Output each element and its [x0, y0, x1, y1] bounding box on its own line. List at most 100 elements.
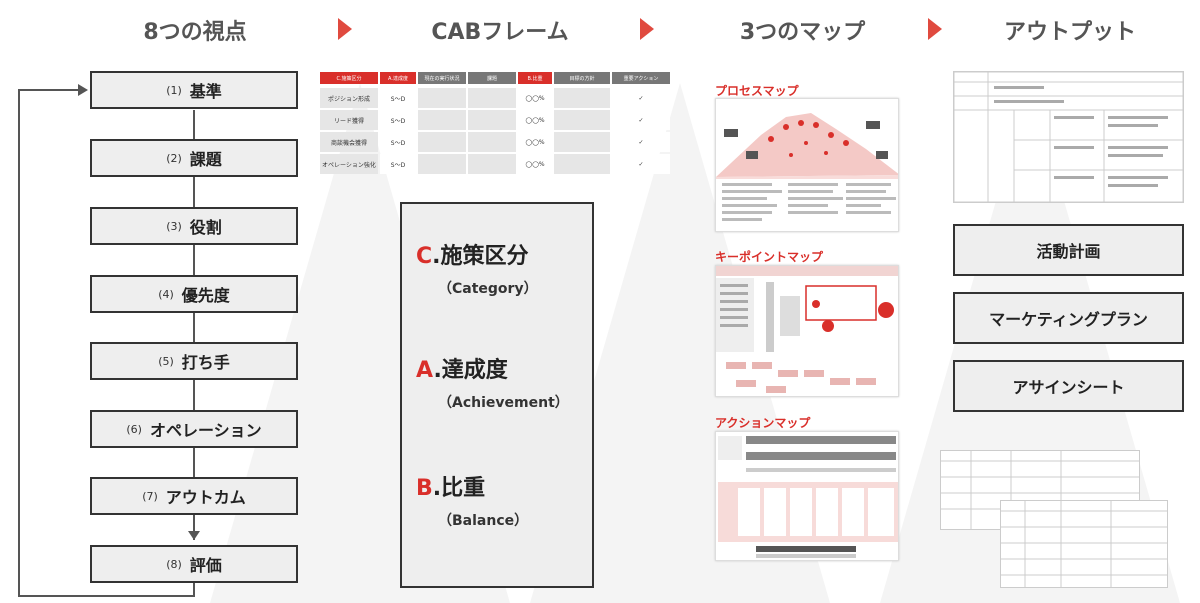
cab-sub-b: （Balance）	[438, 513, 529, 529]
process-map-graphic	[716, 113, 898, 221]
step-number: (8)	[166, 557, 182, 571]
cab-category: C.施策区分 （Category）	[416, 238, 538, 298]
table-cell: 商談機会獲得	[320, 132, 378, 152]
table-row: オペレーション強化 S～D ◯◯% ✓	[320, 154, 672, 174]
table-header-cell: B.比重	[518, 72, 552, 84]
cab-table-thumbnail: C.施策区分 A.達成度 現在の実行状況 課題 B.比重 目標の方針 重要アクシ…	[320, 72, 672, 176]
table-header-cell: 目標の方針	[554, 72, 610, 84]
action-map-graphic	[718, 436, 898, 558]
table-cell	[554, 88, 610, 108]
cab-word-b: .比重	[432, 476, 486, 501]
table-cell	[418, 132, 466, 152]
output-plan-sheet-thumbnail	[953, 71, 1184, 203]
table-cell	[554, 154, 610, 174]
header-three-maps: 3つのマップ	[739, 20, 866, 45]
flow-connector	[193, 110, 195, 540]
step-number: (1)	[166, 83, 182, 97]
output-assign-sheet: アサインシート	[953, 360, 1184, 412]
cab-word-c: .施策区分	[432, 244, 529, 269]
step-number: (4)	[158, 287, 174, 301]
step-label: 課題	[189, 150, 222, 169]
table-row: 商談機会獲得 S～D ◯◯% ✓	[320, 132, 672, 152]
header-arrow-1	[338, 18, 352, 40]
keypoint-map-graphic	[716, 266, 898, 393]
step-label: アウトカム	[165, 488, 246, 507]
table-cell: リード獲得	[320, 110, 378, 130]
step-label: オペレーション	[149, 421, 262, 440]
table-cell	[554, 110, 610, 130]
step-4: (4) 優先度	[90, 275, 298, 313]
loop-line-bottom	[18, 595, 195, 597]
cab-table-header: C.施策区分 A.達成度 現在の実行状況 課題 B.比重 目標の方針 重要アクシ…	[320, 72, 672, 84]
table-row: ポジション形成 S～D ◯◯% ✓	[320, 88, 672, 108]
cab-letter-b: B	[416, 476, 433, 501]
header-cab-frame: CABフレーム	[431, 20, 569, 45]
loop-line-top	[18, 89, 82, 91]
table-header-cell: 課題	[468, 72, 516, 84]
table-cell: ✓	[612, 132, 670, 152]
step-number: (5)	[158, 354, 174, 368]
plan-sheet-graphic	[953, 71, 1184, 203]
table-cell: S～D	[380, 154, 416, 174]
step-label: 役割	[189, 218, 222, 237]
table-cell: ポジション形成	[320, 88, 378, 108]
output-activity-plan: 活動計画	[953, 224, 1184, 276]
table-cell	[468, 154, 516, 174]
step-2: (2) 課題	[90, 139, 298, 177]
step-label: 基準	[189, 82, 222, 101]
table-cell: オペレーション強化	[320, 154, 378, 174]
header-eight-viewpoints: 8つの視点	[143, 20, 247, 45]
table-header-cell: A.達成度	[380, 72, 416, 84]
table-cell: ◯◯%	[518, 132, 552, 152]
cab-letter-c: C	[416, 244, 433, 269]
step-number: (2)	[166, 151, 182, 165]
cab-balance: B.比重 （Balance）	[416, 470, 528, 530]
cab-sub-a: （Achievement）	[438, 395, 569, 411]
step-3: (3)役割	[90, 207, 298, 245]
step-label: 評価	[189, 556, 222, 575]
flow-arrow-head	[188, 531, 200, 540]
table-cell	[418, 88, 466, 108]
assign-sheet-doc-front	[1000, 500, 1168, 588]
step-label: 打ち手	[181, 353, 230, 372]
cab-sub-c: （Category）	[438, 281, 538, 297]
cab-word-a: .達成度	[433, 358, 508, 383]
table-cell: ✓	[612, 88, 670, 108]
table-cell: ◯◯%	[518, 110, 552, 130]
loop-arrow-head	[78, 84, 88, 96]
step-number: (6)	[126, 422, 142, 436]
table-cell: ✓	[612, 154, 670, 174]
table-cell	[418, 154, 466, 174]
table-cell: S～D	[380, 132, 416, 152]
table-cell: ✓	[612, 110, 670, 130]
process-map-thumbnail	[715, 98, 899, 232]
loop-line-left	[18, 89, 20, 596]
table-cell: S～D	[380, 110, 416, 130]
step-7: (7) アウトカム	[90, 477, 298, 515]
keypoint-map-title: キーポイントマップ	[715, 250, 824, 264]
cab-achievement: A.達成度 （Achievement）	[416, 352, 569, 412]
keypoint-map-thumbnail	[715, 265, 899, 397]
cab-definition-box: C.施策区分 （Category） A.達成度 （Achievement） B.…	[400, 202, 594, 588]
table-cell: ◯◯%	[518, 154, 552, 174]
table-row: リード獲得 S～D ◯◯% ✓	[320, 110, 672, 130]
table-cell	[468, 132, 516, 152]
table-cell	[468, 110, 516, 130]
step-label: 優先度	[181, 286, 230, 305]
cab-letter-a: A	[416, 358, 434, 383]
table-cell	[418, 110, 466, 130]
table-header-cell: 重要アクション	[612, 72, 670, 84]
process-map-title: プロセスマップ	[715, 84, 799, 98]
action-map-thumbnail	[715, 431, 899, 561]
table-header-cell: C.施策区分	[320, 72, 378, 84]
step-6: (6) オペレーション	[90, 410, 298, 448]
header-arrow-2	[640, 18, 654, 40]
table-cell: ◯◯%	[518, 88, 552, 108]
step-number: (7)	[142, 489, 158, 503]
step-5: (5) 打ち手	[90, 342, 298, 380]
output-marketing-plan: マーケティングプラン	[953, 292, 1184, 344]
header-output: アウトプット	[1003, 20, 1136, 45]
step-1: (1) 基準	[90, 71, 298, 109]
table-cell	[468, 88, 516, 108]
